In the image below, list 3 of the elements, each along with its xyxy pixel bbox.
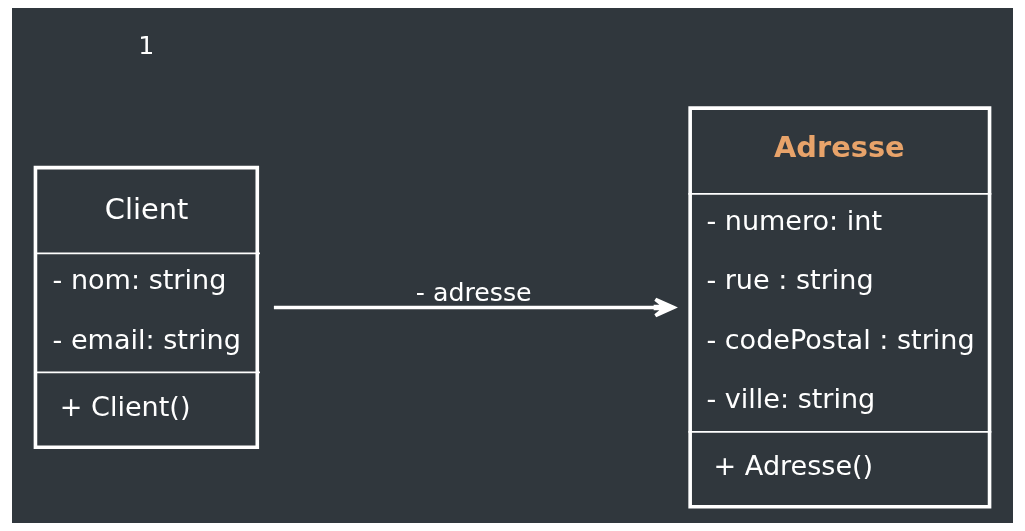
arrow: [273, 297, 676, 318]
label: 1: [138, 31, 155, 61]
edge-label: - adresse: [415, 277, 532, 307]
